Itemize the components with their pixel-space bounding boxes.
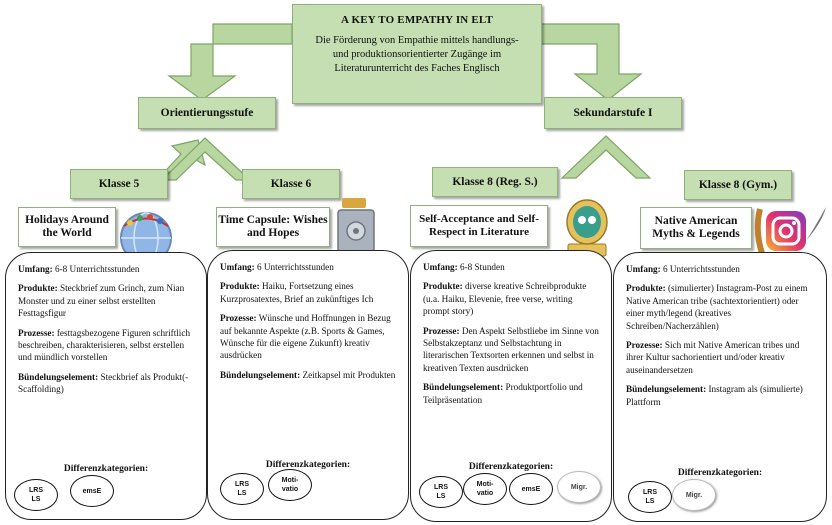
topic-native-american: Native American Myths & Legends — [640, 207, 752, 249]
chevron-left — [160, 137, 252, 181]
topic-holidays: Holidays Around the World — [18, 207, 116, 247]
safe-icon — [337, 198, 375, 253]
page-subtitle: Die Förderung von Empathie mittels handl… — [315, 35, 519, 74]
class-8-reg-box: Klasse 8 (Reg. S.) — [432, 167, 558, 197]
circle-lrs-ls: LRS LS — [419, 476, 463, 508]
card-klasse-8-gym: Umfang: 6 Unterrichtsstunden Produkte: (… — [613, 252, 827, 522]
circle-motivatio: Moti- vatio — [268, 469, 312, 501]
mirror-icon — [566, 199, 608, 257]
card-3-produkte: Produkte: diverse kreative Schreibproduk… — [423, 281, 587, 317]
card-4-umfang: Umfang: 6 Unterrichtsstunden — [626, 264, 740, 274]
circle-migr: Migr. — [557, 471, 601, 503]
card-4-differenzkategorien: Differenzkategorien: — [677, 468, 763, 478]
card-4-prozesse: Prozesse: Sich mit Native American tribe… — [626, 340, 800, 375]
card-1-prozesse: Prozesse: festtagsbezogene Figuren schri… — [18, 327, 191, 363]
chevron-right — [560, 135, 652, 179]
topic-self-acceptance: Self-Acceptance and Self-Respect in Lite… — [410, 205, 548, 247]
card-2-prozesse: Prozesse: Wünsche und Hoffnungen in Bezu… — [220, 313, 391, 361]
card-2-umfang: Umfang: 6 Unterrichtsstunden — [220, 262, 334, 272]
arrow-title-to-left — [167, 23, 293, 101]
topic-holidays-title: Holidays Around the World — [25, 213, 109, 239]
stage-sekundarstufe: Sekundarstufe I — [544, 97, 682, 129]
class-6-box: Klasse 6 — [242, 169, 340, 199]
topic-time-capsule-title: Time Capsule: Wishes and Hopes — [218, 213, 328, 239]
card-4-buendelung: Bündelungselement: Instagram als (simuli… — [626, 384, 803, 407]
card-3-prozesse: Prozesse: Den Aspekt Selbstliebe im Sinn… — [423, 325, 599, 373]
page-title: A KEY TO EMPATHY IN ELT — [340, 14, 493, 26]
topic-time-capsule: Time Capsule: Wishes and Hopes — [216, 207, 330, 247]
topic-native-american-title: Native American Myths & Legends — [652, 214, 740, 240]
card-2-differenzkategorien: Differenzkategorien: — [265, 460, 351, 470]
stage-orientierungsstufe: Orientierungsstufe — [138, 97, 276, 129]
card-1-buendelung: Bündelungselement: Steckbrief als Produk… — [18, 371, 189, 395]
card-3-buendelung: Bündelungselement: Produktportfolio und … — [423, 382, 583, 405]
circle-lrs-ls: LRS LS — [628, 481, 672, 513]
card-klasse-6: Umfang: 6 Unterrichtsstunden Produkte: H… — [207, 250, 409, 520]
class-8-gym-box: Klasse 8 (Gym.) — [684, 170, 792, 200]
circle-lrs-ls: LRS LS — [14, 479, 58, 511]
globe-icon — [120, 212, 172, 264]
title-box: A KEY TO EMPATHY IN ELT Die Förderung vo… — [292, 4, 542, 104]
class-5-box: Klasse 5 — [70, 169, 168, 199]
card-1-differenzkategorien: Differenzkategorien: — [63, 464, 149, 474]
circle-emse: emsE — [509, 473, 553, 505]
circle-motivatio: Moti- vatio — [463, 473, 507, 505]
circle-migr: Migr. — [672, 479, 716, 511]
circle-emse: emsE — [70, 475, 114, 507]
circle-lrs-ls: LRS LS — [220, 473, 264, 505]
card-1-produkte: Produkte: Steckbrief zum Grinch, zum Nia… — [18, 283, 185, 319]
card-4-produkte: Produkte: (simulierter) Instagram-Post z… — [626, 283, 808, 331]
topic-self-acceptance-title: Self-Acceptance and Self-Respect in Lite… — [419, 213, 539, 238]
card-2-produkte: Produkte: Haiku, Fortsetzung eines Kurzp… — [220, 281, 374, 304]
card-3-umfang: Umfang: 6-8 Stunden — [423, 262, 505, 272]
card-klasse-5: Umfang: 6-8 Unterrichtsstunden Produkte:… — [5, 252, 207, 520]
card-1-umfang: Umfang: 6-8 Unterrichtsstunden — [18, 264, 140, 274]
arrow-title-to-right — [539, 23, 643, 101]
card-2-buendelung: Bündelungselement: Zeitkapsel mit Produk… — [220, 369, 396, 380]
card-3-differenzkategorien: Differenzkategorien: — [468, 462, 554, 472]
card-klasse-8-reg: Umfang: 6-8 Stunden Produkte: diverse kr… — [410, 250, 612, 522]
